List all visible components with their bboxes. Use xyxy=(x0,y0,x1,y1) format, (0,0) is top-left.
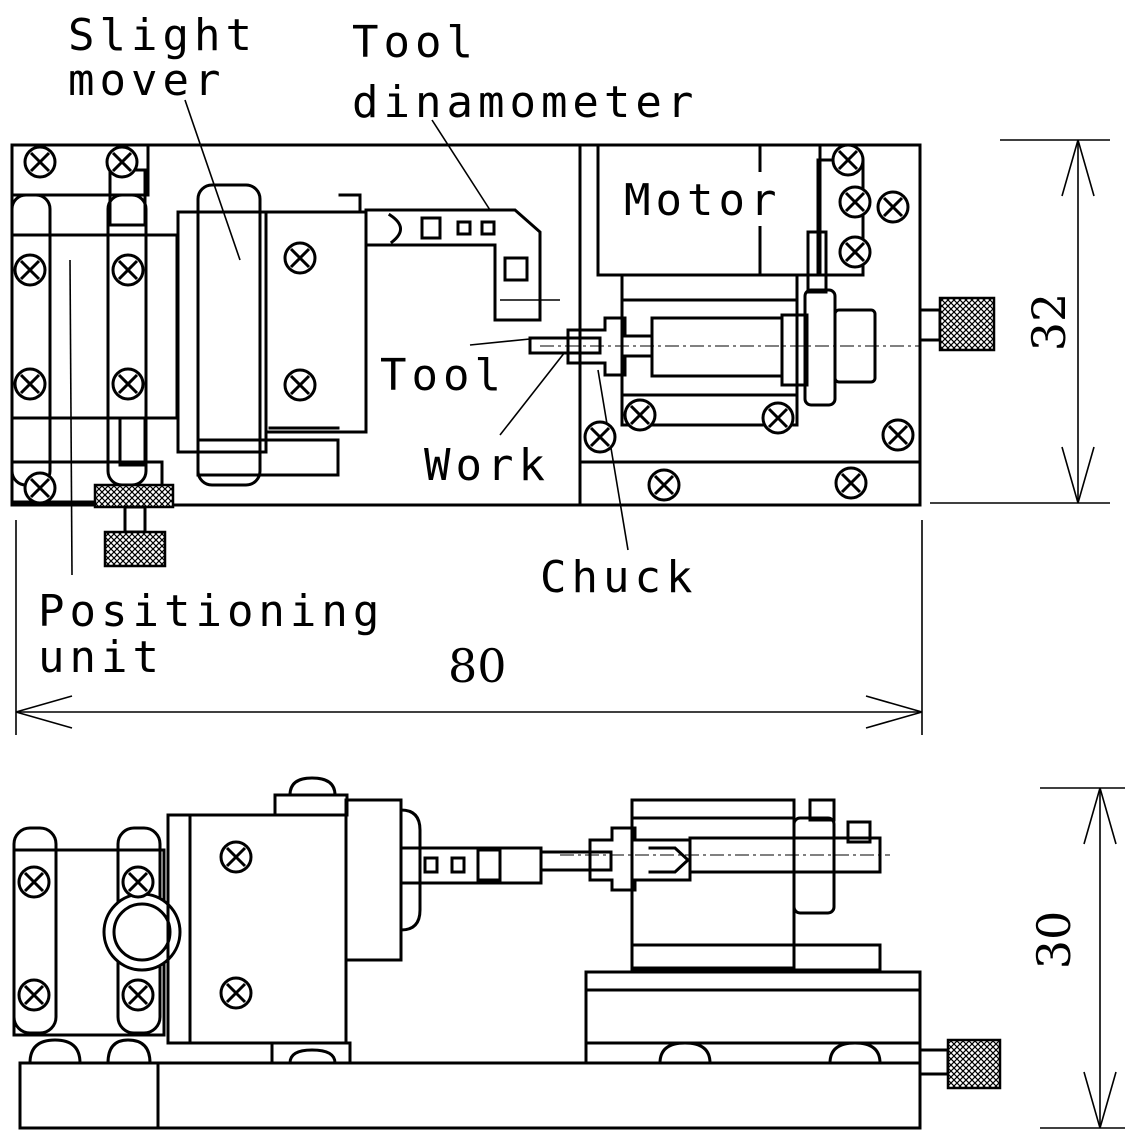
side-base-plate xyxy=(18,1061,922,1130)
top-view xyxy=(10,99,1110,735)
dimension-32-label: 32 xyxy=(1022,293,1076,352)
side-tool-dinamometer xyxy=(399,846,613,885)
top-right-knob xyxy=(918,296,996,352)
top-positioning-unit xyxy=(10,143,179,576)
label-tool-dinamometer-line1: Tool xyxy=(352,17,478,68)
label-motor: Motor xyxy=(624,175,781,226)
label-tool: Tool xyxy=(380,350,506,401)
side-view xyxy=(12,776,1125,1130)
dimension-80 xyxy=(15,520,923,735)
top-tool-holder xyxy=(264,193,368,434)
side-slide-block xyxy=(584,970,922,1065)
label-slight-mover-line2: mover xyxy=(68,55,225,106)
labels: Slight mover Tool dinamometer Motor Tool… xyxy=(38,10,1081,969)
dimension-32 xyxy=(930,139,1110,504)
side-slight-mover xyxy=(166,776,352,1065)
dimension-30-label: 30 xyxy=(1027,911,1081,970)
label-work: Work xyxy=(424,440,550,491)
positioning-knob-2 xyxy=(103,530,167,568)
label-positioning-unit-line2: unit xyxy=(38,632,164,683)
side-tool-holder xyxy=(344,798,422,962)
side-chuck-and-motor xyxy=(560,798,890,972)
top-chuck xyxy=(540,273,920,551)
top-tool-dinamometer xyxy=(364,119,560,322)
label-positioning-unit-line1: Positioning xyxy=(38,586,384,637)
positioning-knob-1 xyxy=(93,483,175,509)
dimension-80-label: 80 xyxy=(448,639,507,693)
label-tool-dinamometer-line2: dinamometer xyxy=(352,77,698,128)
side-right-knob xyxy=(918,1038,1002,1090)
label-chuck: Chuck xyxy=(540,552,697,603)
side-positioning-unit xyxy=(12,826,182,1065)
label-slight-mover-line1: Slight xyxy=(68,10,257,61)
dimension-30 xyxy=(1040,787,1125,1129)
